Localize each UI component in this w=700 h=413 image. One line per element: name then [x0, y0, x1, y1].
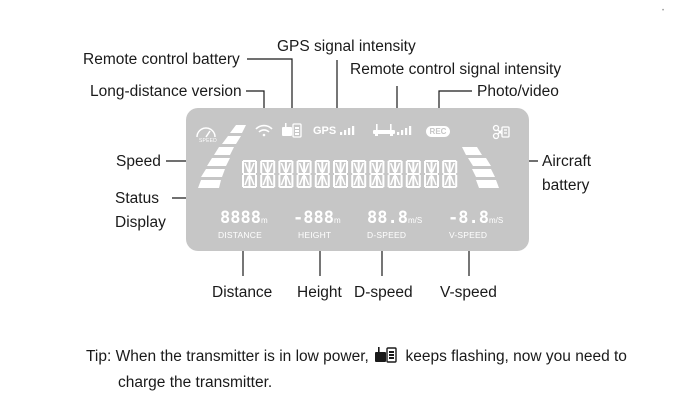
- height-readout: -888m: [293, 208, 341, 228]
- vspeed-value: -8.8: [448, 208, 489, 228]
- battery-ladder: [462, 147, 499, 188]
- status-segment-cell: [424, 160, 439, 188]
- speedometer-icon: [196, 127, 216, 138]
- status-segment-cell: [296, 160, 312, 188]
- lcd-panel: SPEED GPS REC 8888m DISTANCE -888m HEIGH…: [186, 108, 529, 251]
- distance-value: 8888: [220, 208, 261, 228]
- dspeed-value: 88.8: [367, 208, 408, 228]
- height-caption: HEIGHT: [298, 230, 332, 240]
- gps-text: GPS: [313, 125, 337, 137]
- controller-battery-icon: [282, 123, 302, 138]
- controller-battery-icon: [375, 346, 399, 371]
- label-remote-control-battery: Remote control battery: [83, 51, 240, 68]
- height-unit: m: [333, 216, 341, 225]
- tip-suffix: keeps flashing, now you need to: [405, 348, 627, 365]
- distance-unit: m: [260, 216, 268, 225]
- distance-caption: DISTANCE: [218, 230, 262, 240]
- label-distance: Distance: [212, 284, 273, 301]
- speed-badge: SPEED: [199, 138, 217, 144]
- height-value: -888: [293, 208, 334, 228]
- label-gps-signal-intensity: GPS signal intensity: [277, 38, 416, 55]
- tip-prefix: Tip: When the transmitter is in low powe…: [86, 348, 369, 365]
- label-d-speed: D-speed: [354, 284, 413, 301]
- status-segment-cell: [333, 160, 348, 188]
- corner-mark: •: [662, 8, 665, 14]
- label-aircraft-battery-line2: battery: [542, 177, 590, 194]
- label-long-distance-version: Long-distance version: [90, 83, 242, 100]
- label-speed: Speed: [116, 153, 161, 170]
- leader-long-distance: [246, 90, 265, 112]
- rc-signal-bars-icon: [397, 126, 412, 135]
- status-segment-cell: [260, 160, 276, 188]
- speed-ladder: [198, 125, 246, 188]
- label-status-display-line2: Display: [115, 214, 166, 231]
- status-segment-cell: [314, 160, 330, 188]
- status-segment-cell: [278, 160, 294, 188]
- status-segment-cell: [369, 160, 385, 188]
- status-display-segments: [242, 160, 458, 188]
- controller-signal-icon: [373, 124, 395, 136]
- status-segment-cell: [387, 160, 403, 188]
- status-segment-cell: [442, 160, 458, 188]
- vspeed-unit: m/S: [488, 216, 504, 225]
- leader-remote-control-battery: [247, 58, 293, 110]
- label-remote-control-signal-intensity: Remote control signal intensity: [350, 61, 562, 78]
- dspeed-caption: D-SPEED: [367, 230, 407, 240]
- label-photo-video: Photo/video: [477, 83, 559, 100]
- label-height: Height: [297, 284, 342, 301]
- gps-signal-bars-icon: [340, 126, 355, 135]
- status-segment-cell: [242, 160, 257, 188]
- vspeed-caption: V-SPEED: [449, 230, 488, 240]
- wifi-icon: [255, 124, 273, 137]
- vspeed-readout: -8.8m/S: [448, 208, 503, 228]
- tip-line2: charge the transmitter.: [118, 374, 273, 391]
- dspeed-readout: 88.8m/S: [367, 208, 422, 228]
- drone-icon: [492, 124, 510, 140]
- label-v-speed: V-speed: [440, 284, 497, 301]
- rec-badge: REC: [426, 126, 450, 137]
- label-status-display-line1: Status: [115, 190, 159, 207]
- distance-readout: 8888m: [220, 208, 268, 228]
- label-aircraft-battery-line1: Aircraft: [542, 153, 592, 170]
- dspeed-unit: m/S: [407, 216, 423, 225]
- lcd-graphics: [196, 123, 510, 188]
- status-segment-cell: [351, 160, 367, 188]
- tip-text: Tip: When the transmitter is in low powe…: [86, 345, 686, 394]
- status-segment-cell: [405, 160, 421, 188]
